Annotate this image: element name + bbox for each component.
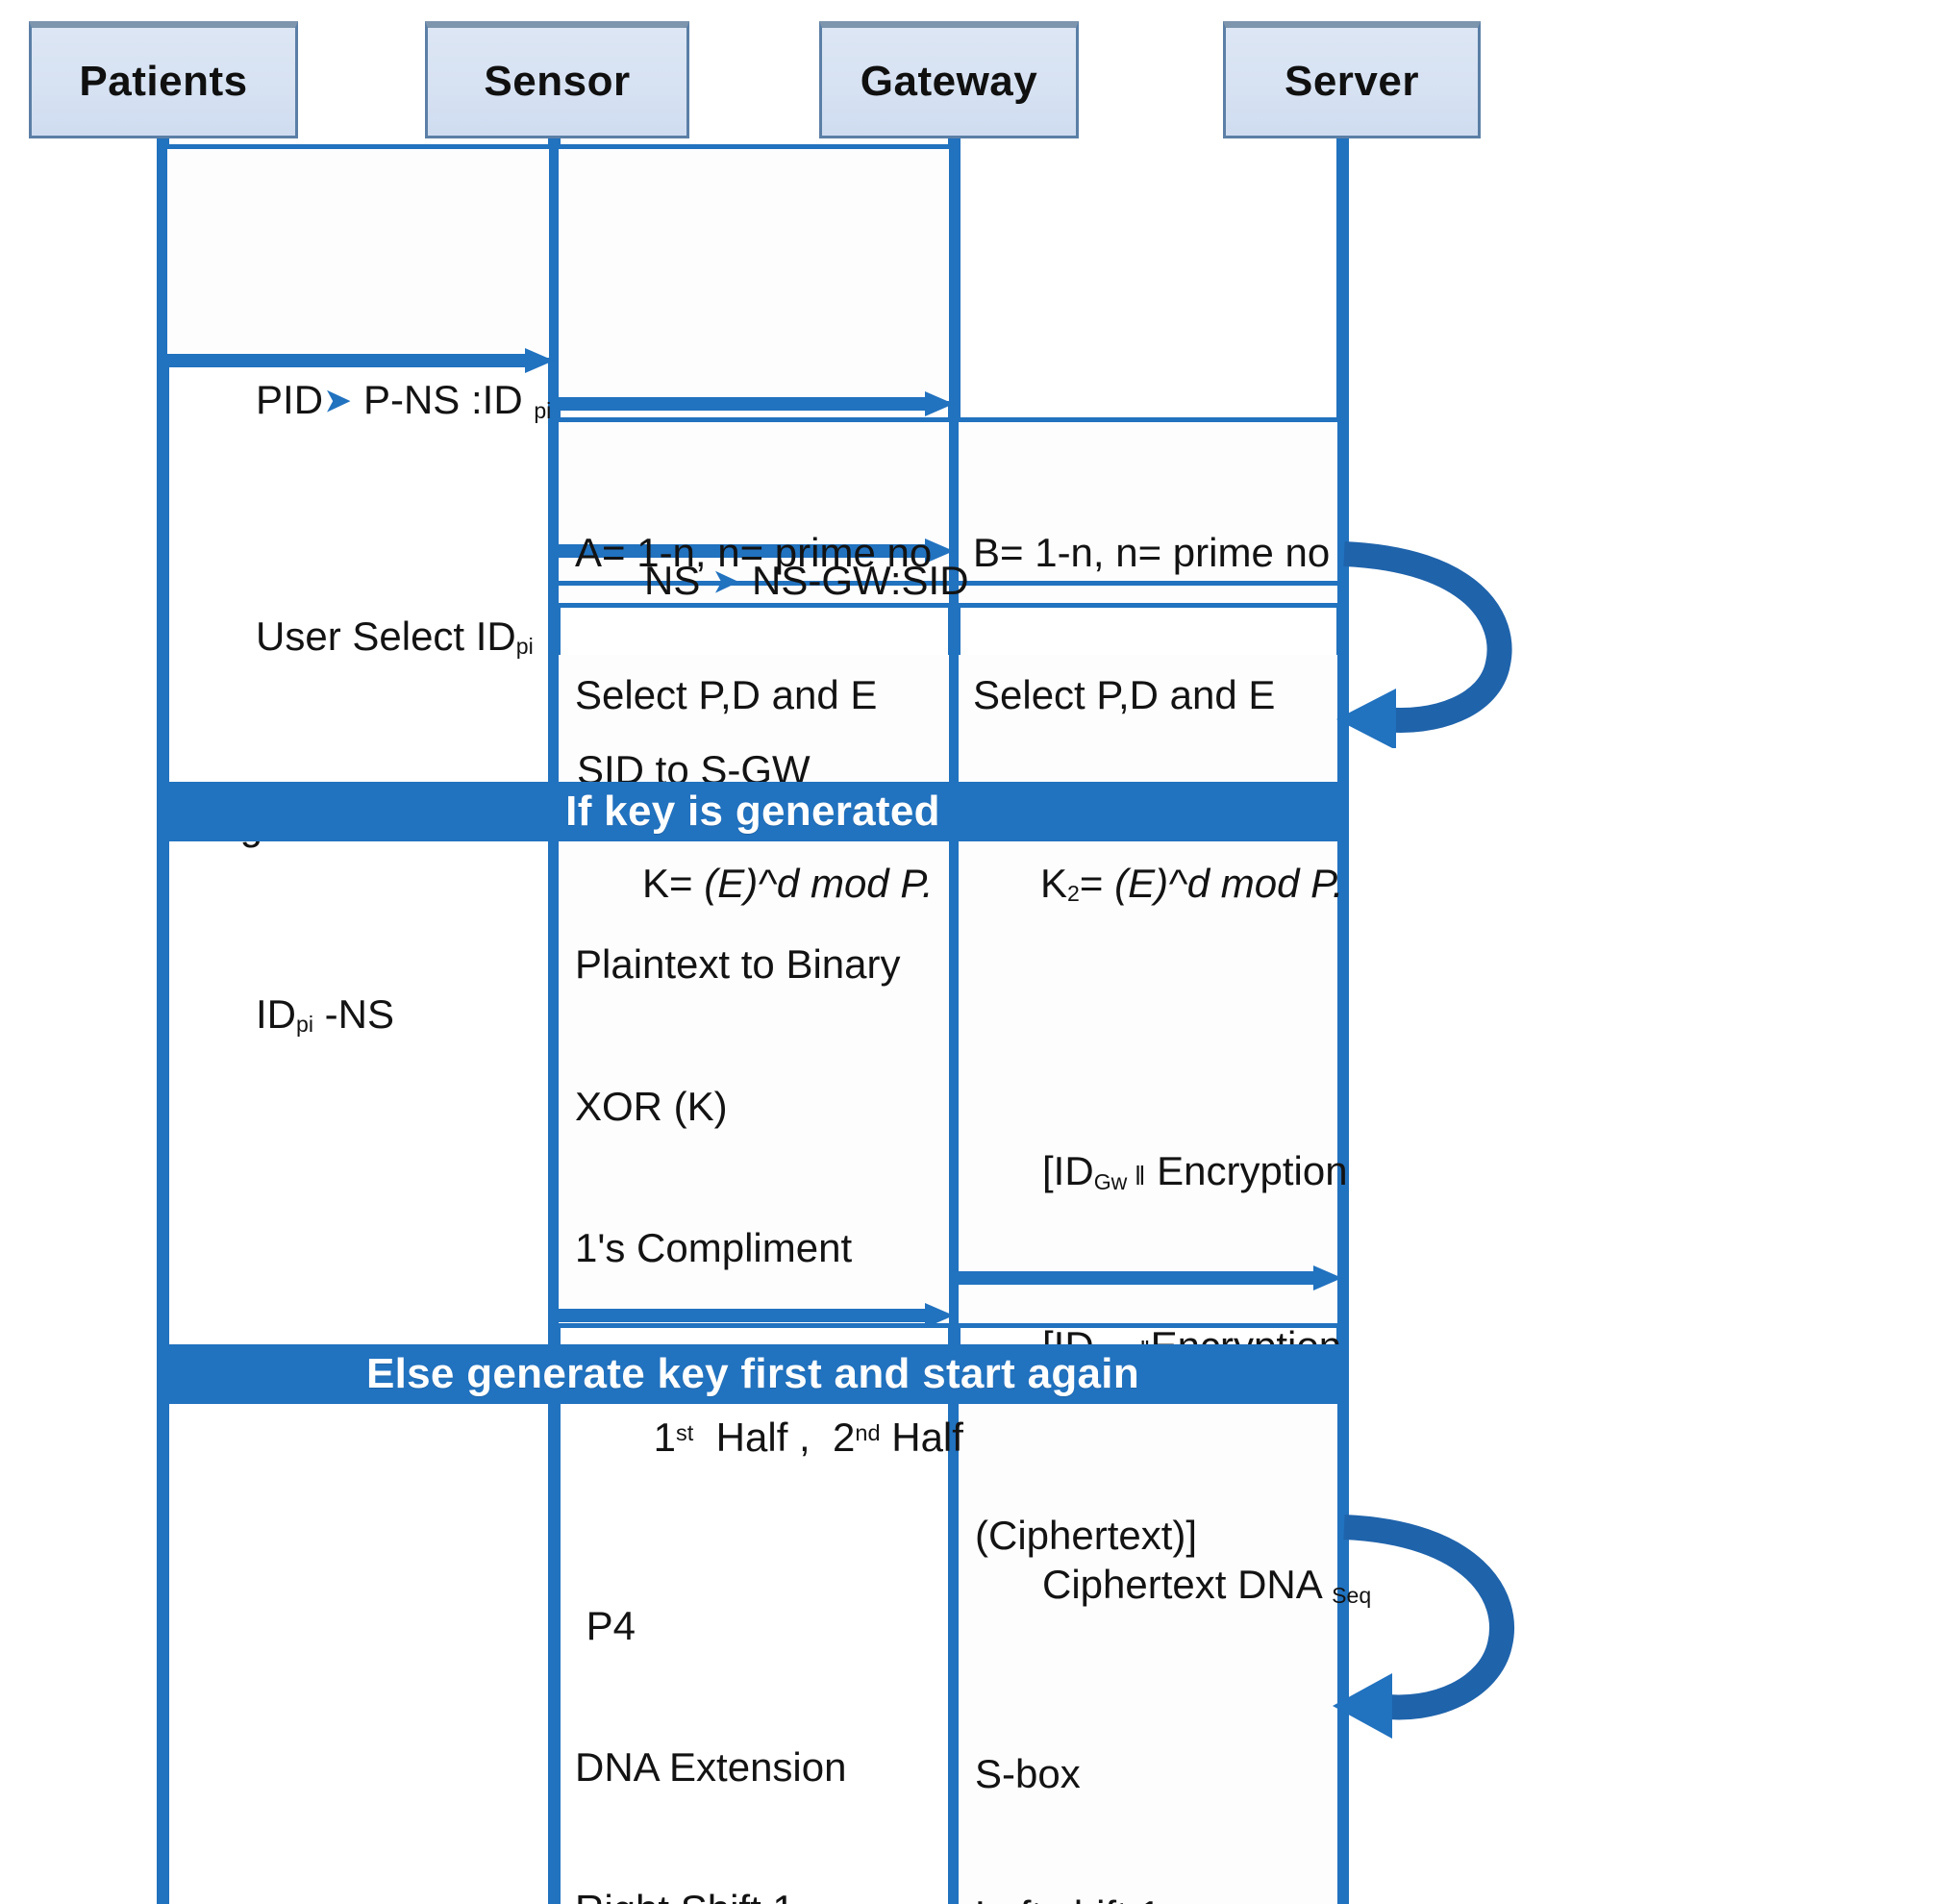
arrow-shaft [554,544,929,558]
actor-box-server[interactable]: Server [1223,21,1481,138]
arrow-shaft [554,397,929,411]
arrow-head-icon [925,1303,954,1328]
arrow-shaft [554,1309,929,1322]
actor-label-sensor: Sensor [484,58,631,105]
arrow-head-icon [1313,1265,1342,1290]
patient-reg-line-2: User Select IDpi [256,614,534,660]
arrow-head-icon [525,348,554,373]
message-sensor-keygen: A= 1-n, n= prime no Select P,D and E K= … [575,435,934,1049]
arrow-shaft [162,354,529,367]
arrow-gateway-to-server-ciphertext[interactable] [954,1265,1342,1290]
activation-frame-patients-sensor [162,144,554,363]
activation-frame-gateway-forward [954,655,1342,1328]
sensor-keygen-line-3: K= (E)^d mod P. [642,861,934,907]
sensor-keygen-line-1: A= 1-n, n= prime no [575,530,933,576]
activation-frame-gateway-tail-1 [954,586,1342,608]
message-patient-registration: PID➤ P-NS :ID pi User Select IDpi Regist… [188,235,551,1180]
dec-line-2: S-box [975,1750,1081,1796]
arrow-sensor-to-gateway-registration[interactable] [554,391,954,416]
fragment-banner-if-key-generated: If key is generated [157,782,1349,841]
actor-label-patients: Patients [79,58,248,105]
gateway-keygen-line-3: K2= (E)^d mod P. [1040,861,1344,907]
arrow-sensor-to-gateway-key[interactable] [554,539,954,564]
gateway-keygen-line-2: Select P,D and E [973,671,1276,717]
server-self-loop-arrow-top[interactable] [1329,527,1540,748]
actor-box-patients[interactable]: Patients [29,21,298,138]
lifeline-patients [157,138,169,1904]
enc-line-7: Right Shift 1 [575,1886,963,1904]
arrow-head-icon [925,539,954,564]
fragment-label-if-key-generated: If key is generated [565,788,940,835]
activation-frame-gateway-decryption [954,1381,1342,1904]
enc-line-3: 1's Compliment [575,1225,853,1270]
message-gateway-decryption: Ciphertext DNA Seq S-box Left shift 1 1s… [975,1419,1371,1904]
dec-line-1: Ciphertext DNA Seq [1042,1562,1372,1608]
fragment-label-else-generate-key: Else generate key first and start again [365,1350,1140,1397]
dec-line-3: Left shift 1 [975,1891,1371,1904]
right-arrow-icon: ➤ [711,561,741,601]
arrow-patients-to-sensor[interactable] [162,348,554,373]
patient-reg-line-4: IDpi -NS [256,991,394,1038]
enc-line-6: DNA Extension [575,1744,847,1791]
arrow-head-icon [925,391,954,416]
message-gateway-keygen: B= 1-n, n= prime no Select P,D and E K2=… [973,435,1343,1049]
fwd-gw-line-1: [IDGw ‖ Encryption [1042,1148,1348,1194]
enc-line-5: P4 [575,1603,636,1648]
arrow-sensor-to-gateway-dnaseq[interactable] [554,1303,954,1328]
actor-box-gateway[interactable]: Gateway [819,21,1079,138]
enc-line-4: 1st Half , 2nd Half [642,1414,963,1460]
enc-line-2: XOR (K) [575,1083,728,1129]
arrow-shaft [954,1271,1317,1285]
server-self-loop-arrow-bottom[interactable] [1329,1500,1540,1741]
sensor-keygen-line-2: Select P,D and E [575,671,878,717]
message-sensor-encryption: Plaintext to Binary XOR (K) 1's Complime… [575,846,963,1904]
activation-frame-gateway-keygen [954,417,1342,586]
patient-reg-line-1: PID➤ P-NS :ID pi [256,377,552,423]
right-arrow-icon: ➤ [323,380,353,420]
activation-frame-sensor-tail-1 [554,586,954,608]
actor-label-server: Server [1284,58,1419,105]
actor-box-sensor[interactable]: Sensor [425,21,689,138]
activation-frame-sensor-encryption [554,655,954,1328]
actor-label-gateway: Gateway [860,58,1038,105]
activation-frame-sensor-gateway-reg [554,144,954,406]
gateway-keygen-line-1: B= 1-n, n= prime no [973,530,1331,576]
sensor-reg-line-1: NS ➤ NS-GW:SID [644,558,969,604]
enc-line-1: Plaintext to Binary [575,941,901,988]
fwd-sn-line-2: (Ciphertext)] [975,1512,1198,1558]
fragment-banner-else-generate-key: Else generate key first and start again [157,1344,1349,1404]
